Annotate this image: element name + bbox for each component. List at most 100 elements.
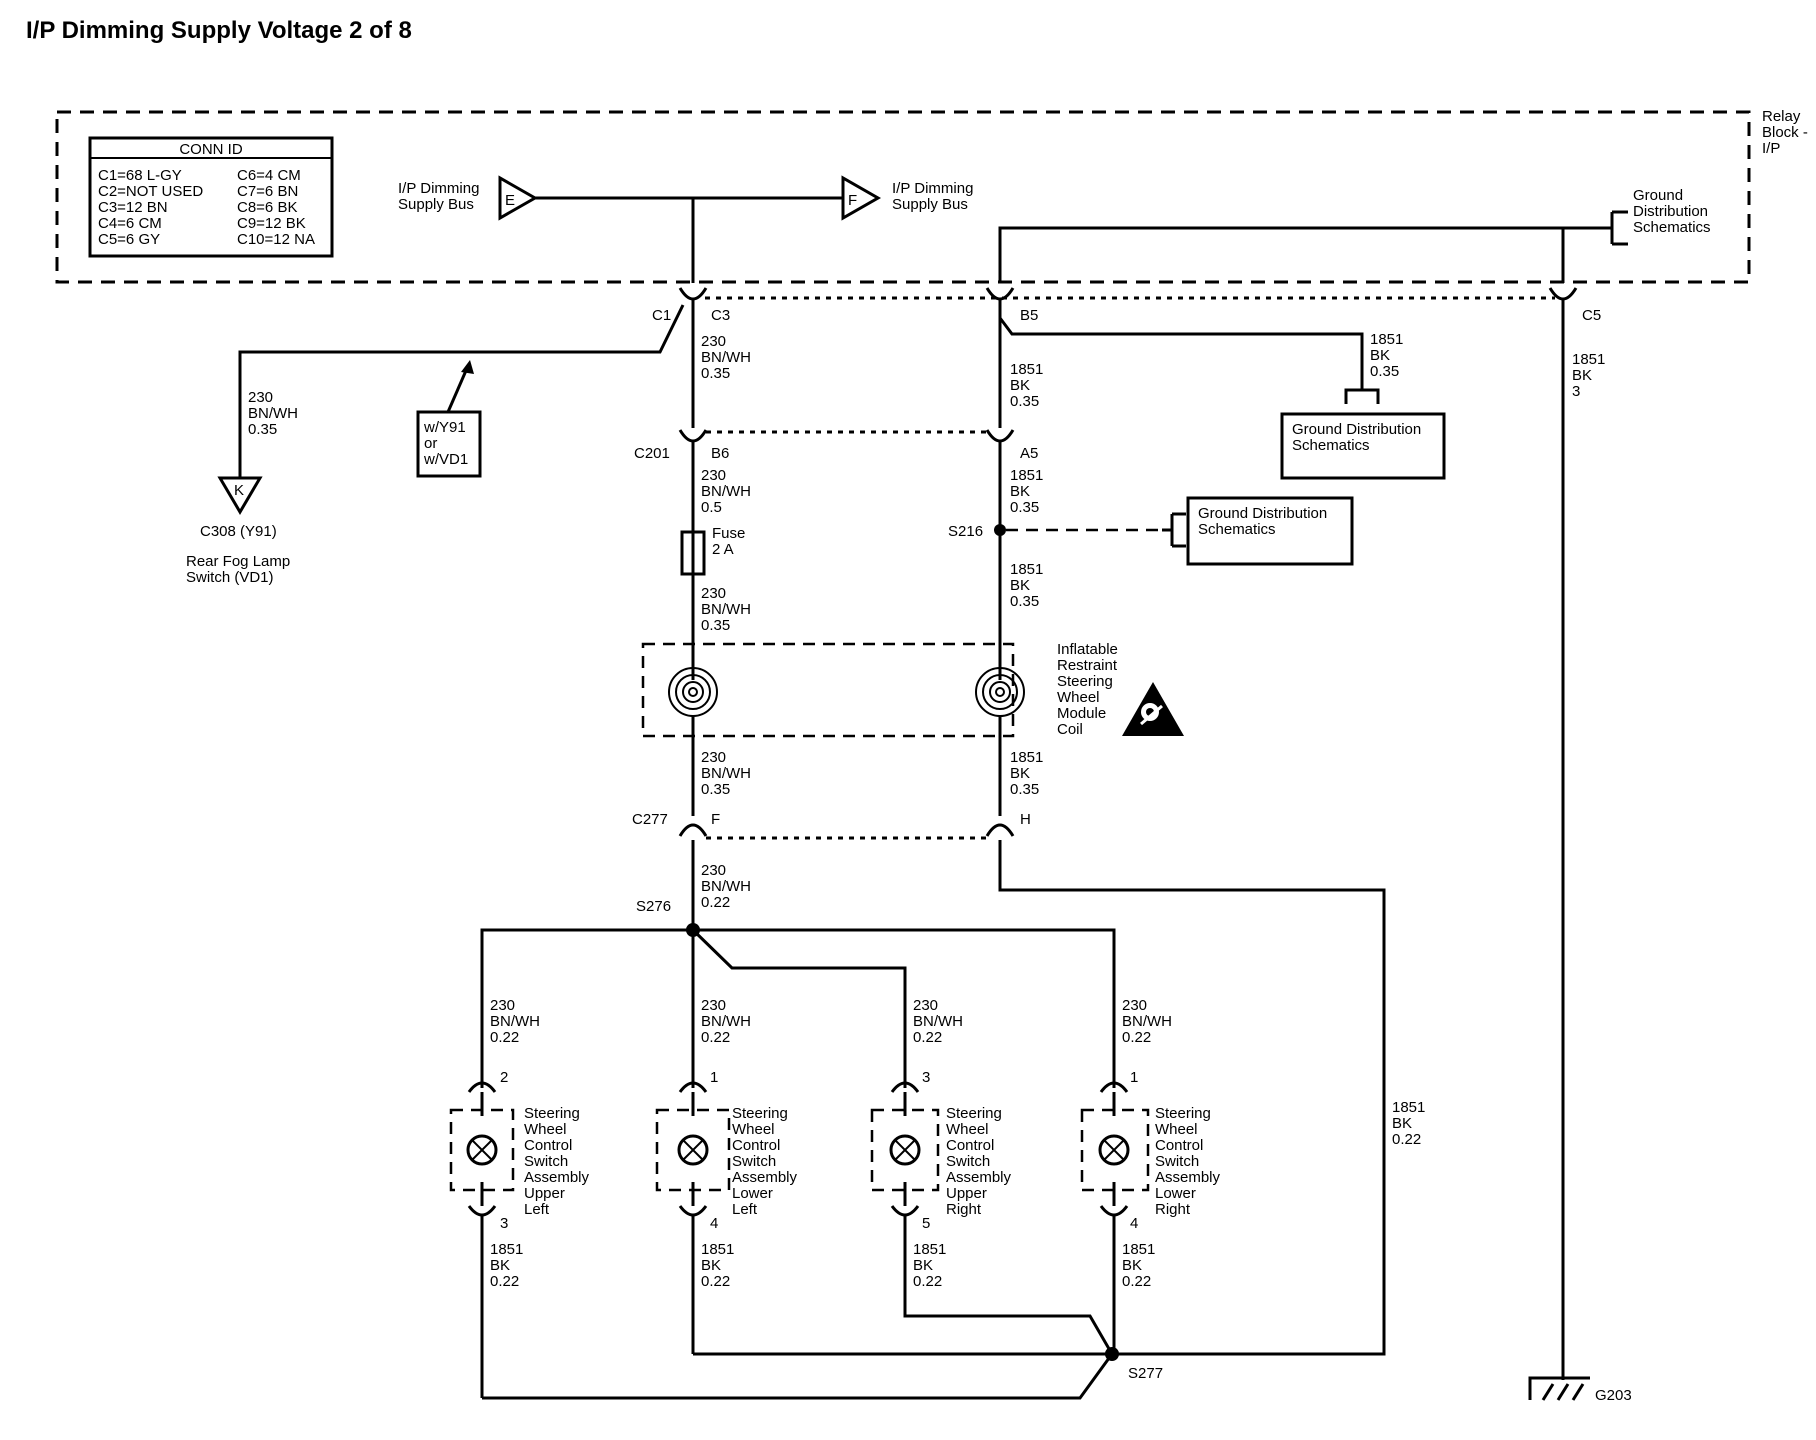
b6-label: B6 — [711, 445, 729, 462]
coil-spiral-right-icon — [975, 667, 1025, 717]
svg-text:Switch (VD1): Switch (VD1) — [186, 569, 274, 586]
svg-text:or: or — [424, 435, 437, 452]
svg-text:230: 230 — [1122, 997, 1147, 1014]
svg-text:5: 5 — [922, 1215, 930, 1232]
svg-text:Ground: Ground — [1633, 187, 1683, 204]
svg-text:Switch: Switch — [1155, 1153, 1199, 1170]
svg-text:0.35: 0.35 — [1010, 781, 1039, 798]
svg-text:Right: Right — [946, 1201, 982, 1218]
h-pin — [985, 823, 1015, 837]
ground-dist-bracket-2 — [1162, 512, 1186, 548]
option-arrow — [446, 365, 470, 413]
svg-text:Schematics: Schematics — [1633, 219, 1711, 236]
svg-text:1: 1 — [1130, 1069, 1138, 1086]
svg-text:3: 3 — [1572, 383, 1580, 400]
bus-e-terminal: I/P Dimming Supply Bus E — [398, 175, 539, 221]
svg-text:1851: 1851 — [913, 1241, 946, 1258]
svg-text:1: 1 — [710, 1069, 718, 1086]
svg-text:Block -: Block - — [1762, 124, 1808, 141]
svg-text:0.35: 0.35 — [1010, 499, 1039, 516]
svg-text:Upper: Upper — [946, 1185, 987, 1202]
svg-text:0.22: 0.22 — [1392, 1131, 1421, 1148]
switch-lower-right: 1 4 230 BN/WH 0.22 Steering Wheel Contro… — [1080, 997, 1221, 1354]
svg-text:1851: 1851 — [1122, 1241, 1155, 1258]
splice-s277 — [1105, 1347, 1119, 1361]
svg-text:BK: BK — [701, 1257, 721, 1274]
c3-pin — [678, 287, 708, 301]
svg-text:E: E — [505, 192, 515, 209]
svg-text:Steering: Steering — [524, 1105, 580, 1122]
svg-text:K: K — [234, 482, 244, 499]
svg-text:Assembly: Assembly — [524, 1169, 590, 1186]
conn-id-header: CONN ID — [179, 141, 243, 158]
fuse-label: Fuse 2 A — [712, 525, 745, 558]
svg-text:C7=6 BN: C7=6 BN — [237, 183, 298, 200]
coil-module-boundary — [641, 642, 1015, 738]
svg-text:Lower: Lower — [732, 1185, 773, 1202]
svg-text:C9=12 BK: C9=12 BK — [237, 215, 306, 232]
svg-text:Left: Left — [524, 1201, 550, 1218]
svg-text:I/P Dimming: I/P Dimming — [892, 180, 973, 197]
svg-text:BN/WH: BN/WH — [248, 405, 298, 422]
svg-text:2 A: 2 A — [712, 541, 734, 558]
svg-text:0.22: 0.22 — [490, 1273, 519, 1290]
coil-right-below-label: 1851 BK 0.35 — [1010, 749, 1043, 798]
svg-text:BN/WH: BN/WH — [490, 1013, 540, 1030]
svg-text:230: 230 — [701, 585, 726, 602]
switch-lower-left: 1 4 230 BN/WH 0.22 Steering Wheel Contro… — [655, 997, 798, 1354]
svg-text:0.35: 0.35 — [701, 365, 730, 382]
coil-left-below-label: 230 BN/WH 0.35 — [701, 749, 751, 798]
svg-text:Assembly: Assembly — [1155, 1169, 1221, 1186]
svg-text:I/P Dimming: I/P Dimming — [398, 180, 479, 197]
svg-text:0.22: 0.22 — [1122, 1273, 1151, 1290]
svg-text:1851: 1851 — [1010, 361, 1043, 378]
b5-branch-wire — [998, 317, 1364, 390]
s216-label: S216 — [948, 523, 983, 540]
g203-label: G203 — [1595, 1387, 1632, 1404]
svg-text:Steering: Steering — [1057, 673, 1113, 690]
k-wire — [238, 304, 685, 478]
c3-label: C3 — [711, 307, 730, 324]
svg-text:0.35: 0.35 — [1010, 593, 1039, 610]
svg-text:BN/WH: BN/WH — [701, 601, 751, 618]
svg-text:BK: BK — [913, 1257, 933, 1274]
c3-wire-label: 230 BN/WH 0.35 — [701, 333, 751, 382]
svg-text:BN/WH: BN/WH — [701, 765, 751, 782]
svg-text:1851: 1851 — [490, 1241, 523, 1258]
svg-text:Wheel: Wheel — [1155, 1121, 1198, 1138]
fuse-out-label: 230 BN/WH 0.35 — [701, 585, 751, 634]
svg-text:1851: 1851 — [1010, 749, 1043, 766]
svg-text:Wheel: Wheel — [732, 1121, 775, 1138]
ground-dist-top-label: Ground Distribution Schematics — [1633, 187, 1711, 236]
svg-text:0.35: 0.35 — [1010, 393, 1039, 410]
svg-text:C6=4 CM: C6=4 CM — [237, 167, 301, 184]
svg-text:Coil: Coil — [1057, 721, 1083, 738]
f-wire-label: 230 BN/WH 0.22 — [701, 862, 751, 911]
relay-block-boundary — [55, 110, 1751, 284]
b5-wire-label: 1851 BK 0.35 — [1010, 361, 1043, 410]
svg-text:Control: Control — [524, 1137, 572, 1154]
svg-text:BK: BK — [1122, 1257, 1142, 1274]
svg-text:0.22: 0.22 — [1122, 1029, 1151, 1046]
c1-label: C1 — [652, 307, 671, 324]
svg-text:1851: 1851 — [1392, 1099, 1425, 1116]
svg-text:Rear Fog Lamp: Rear Fog Lamp — [186, 553, 290, 570]
svg-text:Ground Distribution: Ground Distribution — [1292, 421, 1421, 438]
svg-text:Distribution: Distribution — [1633, 203, 1708, 220]
option-box: w/Y91 or w/VD1 — [416, 410, 482, 478]
svg-text:Ground Distribution: Ground Distribution — [1198, 505, 1327, 522]
a5-wire-label: 1851 BK 0.35 — [1010, 467, 1043, 516]
svg-text:C3=12 BN: C3=12 BN — [98, 199, 168, 216]
svg-text:C308 (Y91): C308 (Y91) — [200, 523, 277, 540]
svg-text:3: 3 — [500, 1215, 508, 1232]
c277-label: C277 — [632, 811, 668, 828]
b6-pin — [678, 429, 708, 443]
svg-text:Switch: Switch — [946, 1153, 990, 1170]
svg-text:BN/WH: BN/WH — [1122, 1013, 1172, 1030]
svg-text:230: 230 — [913, 997, 938, 1014]
svg-text:Upper: Upper — [524, 1185, 565, 1202]
svg-text:C8=6 BK: C8=6 BK — [237, 199, 297, 216]
diagram-title: I/P Dimming Supply Voltage 2 of 8 — [26, 17, 412, 44]
k-connector: K C308 (Y91) Rear Fog Lamp Switch (VD1) — [186, 476, 290, 586]
